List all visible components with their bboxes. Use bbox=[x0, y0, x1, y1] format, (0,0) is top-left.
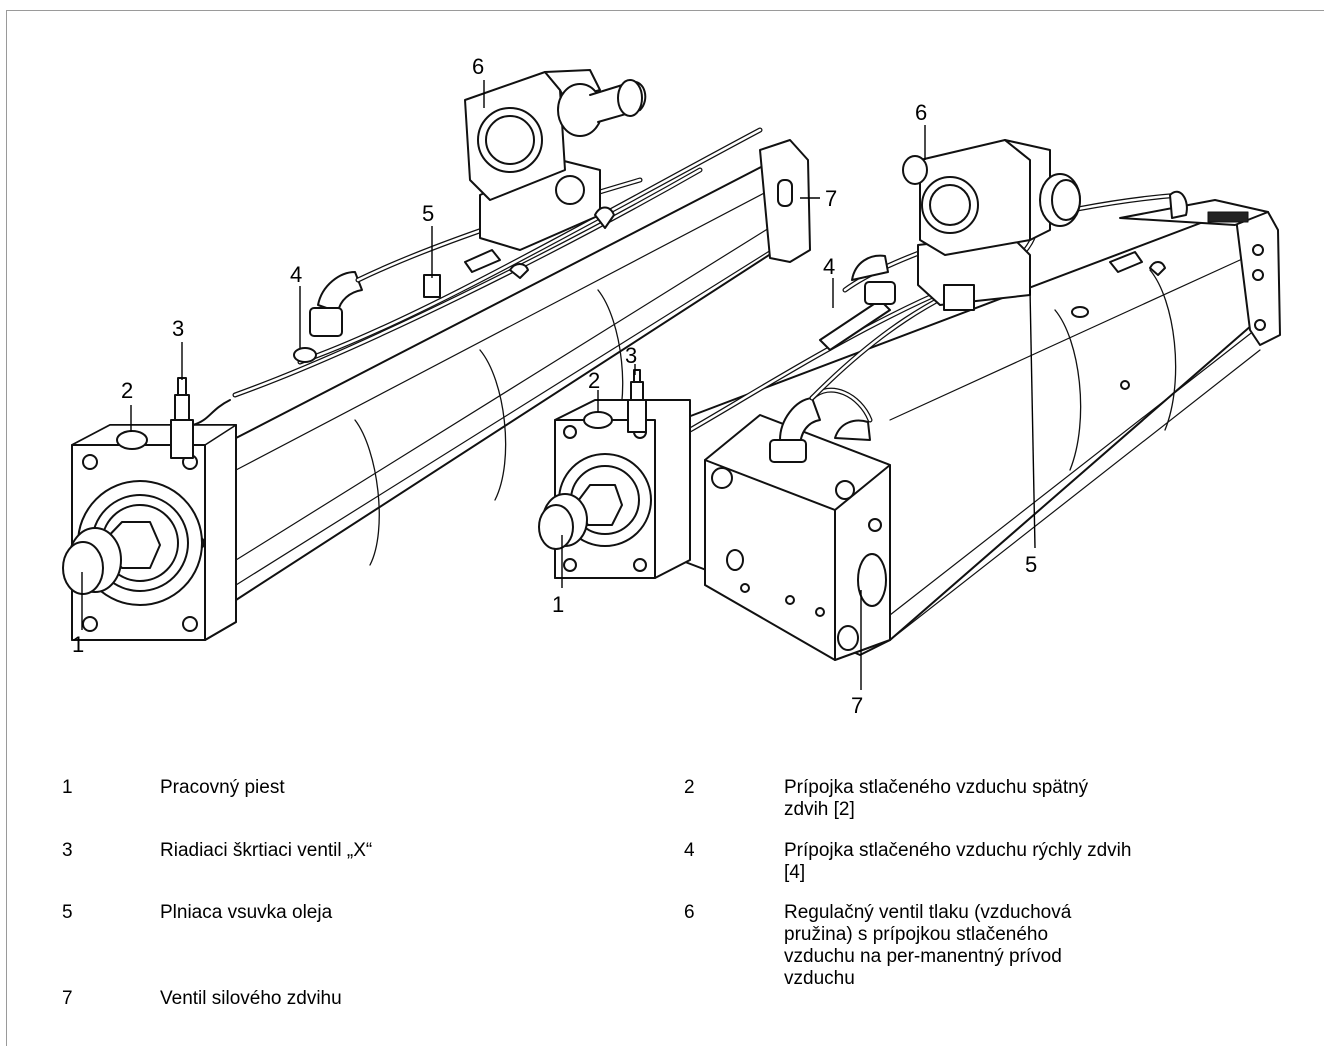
callout-left-2: 2 bbox=[121, 378, 133, 403]
callout-left-1: 1 bbox=[72, 632, 84, 657]
figure-frame bbox=[6, 10, 1324, 1046]
right-cylinder bbox=[538, 139, 1281, 661]
callout-right-6: 6 bbox=[915, 100, 927, 125]
callout-left-5: 5 bbox=[422, 201, 434, 226]
callout-left-4: 4 bbox=[290, 262, 302, 287]
callout-right-5: 5 bbox=[1025, 552, 1037, 577]
callout-right-3: 3 bbox=[625, 343, 637, 368]
callout-left-3: 3 bbox=[172, 316, 184, 341]
left-cylinder bbox=[62, 69, 811, 641]
callout-right-2: 2 bbox=[588, 368, 600, 393]
callouts-left: 1 2 3 4 5 6 7 bbox=[72, 54, 837, 657]
callout-left-6: 6 bbox=[472, 54, 484, 79]
callout-right-7: 7 bbox=[851, 693, 863, 718]
cylinders-illustration: 1 2 3 4 5 6 7 1 2 3 4 5 6 7 bbox=[62, 54, 1281, 718]
callout-left-7: 7 bbox=[825, 186, 837, 211]
leader-lines bbox=[81, 80, 1036, 690]
callout-right-4: 4 bbox=[823, 254, 835, 279]
callout-right-1: 1 bbox=[552, 592, 564, 617]
callouts-right: 1 2 3 4 5 6 7 bbox=[552, 100, 1037, 718]
